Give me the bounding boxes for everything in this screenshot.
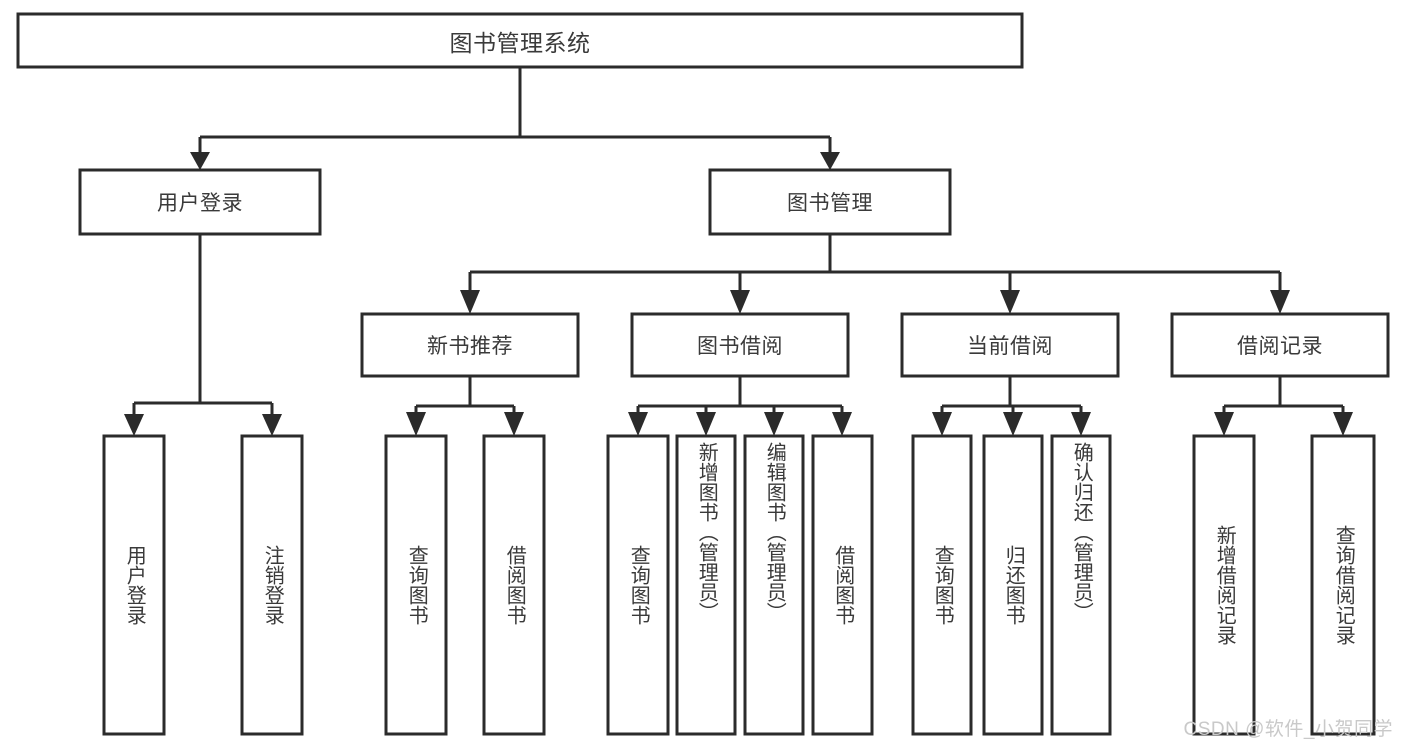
node-box-leaf-edit-book[interactable] [743,434,805,736]
arrow-head-icon [504,412,524,436]
arrow-head-icon [730,290,750,314]
connector-borrow-record-to-leaves [1214,376,1353,436]
arrow-head-icon [1270,290,1290,314]
connector-user-login-to-leaves [124,234,282,436]
arrow-head-icon [832,412,852,436]
connector-current-borrow-to-leaves [932,376,1091,436]
node-box-new-book-rec[interactable] [360,312,580,378]
arrow-head-icon [696,412,716,436]
node-box-book-borrow[interactable] [630,312,850,378]
node-box-leaf-query-book-1[interactable] [384,434,448,736]
connector-book-borrow-to-leaves [628,376,852,436]
node-box-user-login[interactable] [78,168,322,236]
arrow-head-icon [764,412,784,436]
node-box-leaf-add-book[interactable] [675,434,737,736]
arrow-head-icon [1214,412,1234,436]
node-box-leaf-borrow-book-1[interactable] [482,434,546,736]
node-box-current-borrow[interactable] [900,312,1120,378]
arrow-head-icon [460,290,480,314]
node-box-borrow-record[interactable] [1170,312,1390,378]
arrow-head-icon [1000,290,1020,314]
node-box-leaf-confirm-return[interactable] [1050,434,1112,736]
node-box-leaf-add-record[interactable] [1192,434,1256,736]
connector-book-manage-to-level2 [460,234,1290,314]
arrow-head-icon [262,414,282,436]
node-box-book-manage[interactable] [708,168,952,236]
node-box-leaf-return-book[interactable] [982,434,1044,736]
node-box-leaf-query-book-2[interactable] [606,434,670,736]
arrow-head-icon [1333,412,1353,436]
node-box-leaf-user-login[interactable] [102,434,166,736]
node-box-root[interactable] [16,12,1024,69]
node-box-leaf-query-record[interactable] [1310,434,1376,736]
arrow-head-icon [190,152,210,170]
node-box-leaf-query-book-3[interactable] [911,434,973,736]
arrow-head-icon [406,412,426,436]
arrow-head-icon [628,412,648,436]
watermark-text: CSDN @软件_小贺同学 [1183,719,1393,740]
arrow-head-icon [820,152,840,170]
arrow-head-icon [124,414,144,436]
connector-new-book-rec-to-leaves [406,376,524,436]
arrow-head-icon [932,412,952,436]
arrow-head-icon [1003,412,1023,436]
arrow-head-icon [1071,412,1091,436]
node-box-leaf-user-logout[interactable] [240,434,304,736]
connector-root-to-level1 [190,67,840,170]
node-box-leaf-borrow-book-2[interactable] [811,434,874,736]
